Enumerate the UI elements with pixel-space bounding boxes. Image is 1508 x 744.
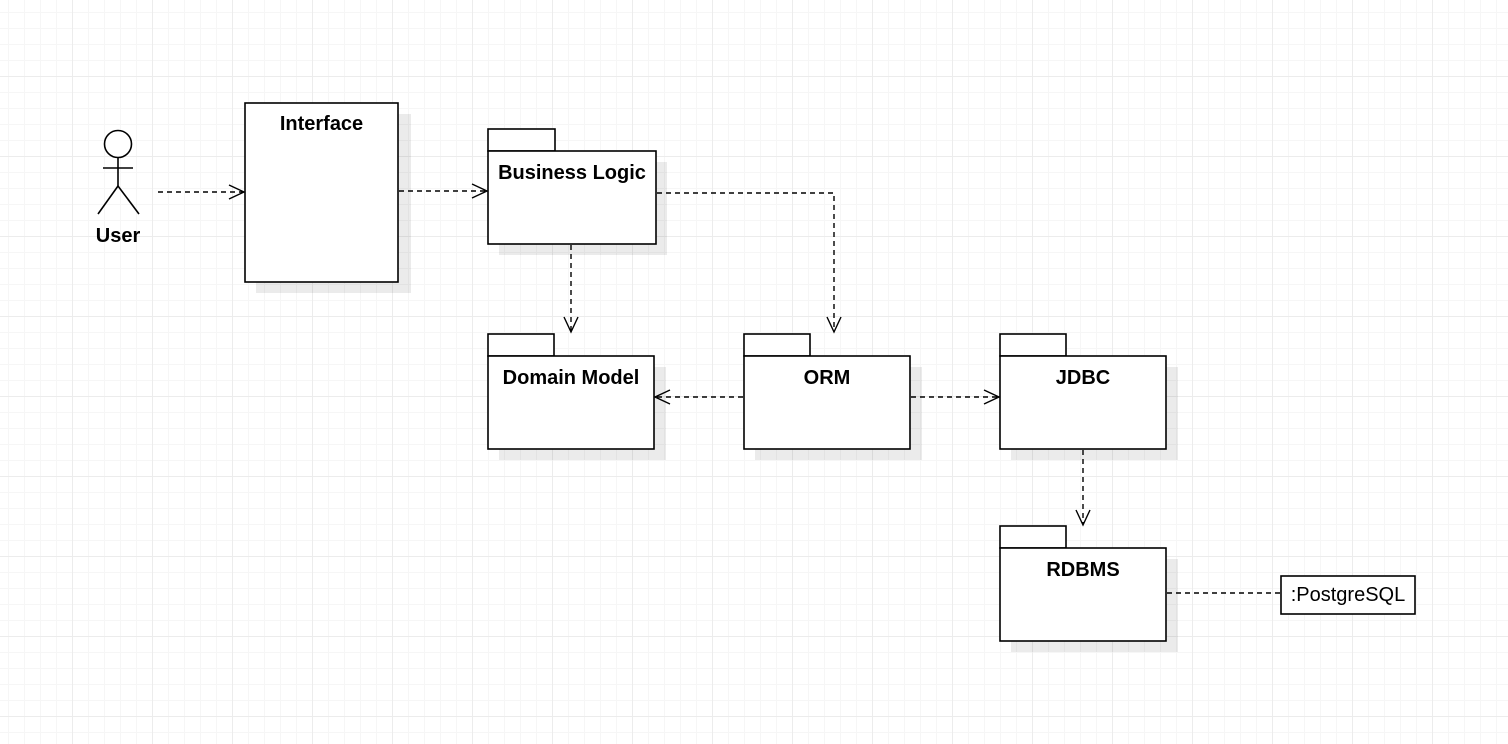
- edge-jdbc-rdbms[interactable]: [1075, 450, 1091, 527]
- actor-user-label: User: [96, 225, 141, 247]
- edge-business-logic-orm[interactable]: [657, 192, 842, 334]
- stick-figure-icon: [97, 129, 140, 215]
- edge-orm-jdbc[interactable]: [911, 389, 1001, 405]
- package-tab: [487, 333, 555, 357]
- package-tab: [999, 333, 1067, 357]
- edge-user-interface[interactable]: [158, 184, 246, 200]
- package-orm[interactable]: ORM: [743, 333, 922, 460]
- edge-interface-business-logic[interactable]: [399, 183, 489, 199]
- actor-user[interactable]: User: [96, 129, 141, 248]
- edge-orm-domain-model[interactable]: [653, 389, 743, 405]
- package-jdbc[interactable]: JDBC: [999, 333, 1178, 460]
- orm-label: ORM: [804, 367, 851, 389]
- package-rdbms[interactable]: RDBMS: [999, 525, 1178, 652]
- component-interface[interactable]: Interface: [244, 102, 411, 293]
- domain-model-label: Domain Model: [503, 367, 640, 389]
- package-tab: [743, 333, 811, 357]
- package-tab: [999, 525, 1067, 549]
- edge-business-logic-domain-model[interactable]: [563, 245, 579, 334]
- package-tab: [487, 128, 556, 152]
- package-domain-model[interactable]: Domain Model: [487, 333, 666, 460]
- interface-label: Interface: [280, 113, 363, 135]
- rdbms-label: RDBMS: [1046, 559, 1119, 581]
- business-logic-label: Business Logic: [498, 162, 646, 184]
- package-business-logic[interactable]: Business Logic: [487, 128, 667, 255]
- jdbc-label: JDBC: [1056, 367, 1110, 389]
- postgresql-label: :PostgreSQL: [1291, 584, 1406, 606]
- instance-postgresql[interactable]: :PostgreSQL: [1280, 575, 1416, 615]
